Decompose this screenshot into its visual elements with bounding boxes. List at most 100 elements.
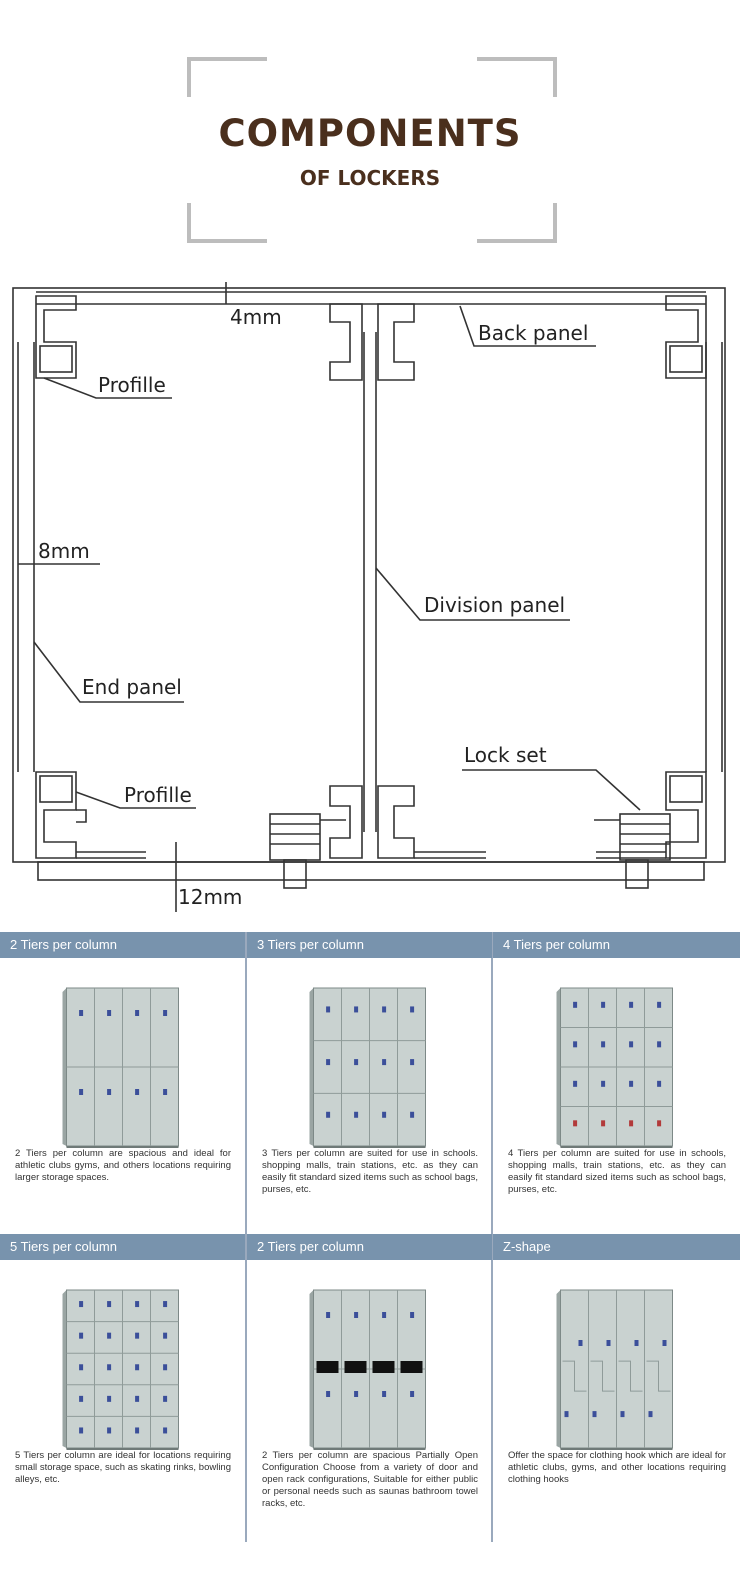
leader-profile-top — [43, 377, 172, 399]
lock-icon — [629, 1001, 634, 1008]
lock-icon — [648, 1411, 653, 1418]
lock-icon — [79, 1332, 84, 1339]
grid-divider-2 — [491, 932, 493, 1542]
lock-icon — [79, 1089, 84, 1095]
lock-set-right — [594, 813, 671, 889]
lock-icon — [657, 1001, 662, 1008]
leader-profile-bottom — [75, 791, 196, 809]
lock-icon — [326, 1006, 331, 1013]
open-rack — [316, 1361, 339, 1373]
lock-icon — [107, 1364, 112, 1371]
bottom-plinth — [37, 861, 705, 881]
label-division-panel: Division panel — [424, 593, 565, 617]
label-end-panel: End panel — [82, 675, 182, 699]
locker-image — [62, 1289, 179, 1450]
lock-icon — [573, 1041, 578, 1048]
option-title: 4 Tiers per column — [493, 932, 740, 958]
lock-icon — [410, 1059, 415, 1066]
lock-icon — [107, 1010, 112, 1016]
lock-icon — [163, 1010, 168, 1016]
open-rack — [400, 1361, 423, 1373]
lock-icon — [601, 1080, 606, 1087]
lock-icon — [79, 1301, 84, 1308]
option-description: 5 Tiers per column are ideal for locatio… — [15, 1450, 231, 1485]
lock-icon — [573, 1080, 578, 1087]
lock-icon — [578, 1340, 583, 1346]
lock-icon — [657, 1041, 662, 1048]
lock-icon — [629, 1120, 634, 1127]
lock-icon — [135, 1427, 140, 1434]
lock-icon — [135, 1010, 140, 1016]
lock-icon — [620, 1411, 625, 1418]
lock-icon — [354, 1312, 359, 1318]
profile-top-center-right — [377, 303, 415, 381]
lock-icon — [107, 1427, 112, 1434]
label-8mm: 8mm — [38, 539, 90, 563]
page-subtitle: OF LOCKERS — [299, 166, 441, 190]
lock-icon — [163, 1364, 168, 1371]
label-profile-top: Profille — [98, 373, 166, 397]
option-description: 2 Tiers per column are spacious and idea… — [15, 1148, 231, 1183]
lock-icon — [601, 1001, 606, 1008]
lock-icon — [382, 1312, 387, 1318]
lock-icon — [382, 1111, 387, 1118]
option-title: 5 Tiers per column — [0, 1234, 245, 1260]
locker-image — [556, 1289, 673, 1450]
locker-image — [556, 987, 673, 1148]
lock-icon — [326, 1391, 331, 1397]
option-card: 2 Tiers per column 2 Tiers per column ar… — [0, 932, 245, 1232]
lock-icon — [107, 1089, 112, 1095]
lock-icon — [135, 1332, 140, 1339]
lock-icon — [135, 1089, 140, 1095]
lock-icon — [107, 1395, 112, 1402]
lock-icon — [163, 1427, 168, 1434]
lock-icon — [135, 1395, 140, 1402]
label-profile-bottom: Profille — [124, 783, 192, 807]
locker-body — [62, 987, 179, 1148]
profile-bottom-center-right — [377, 785, 415, 859]
option-card: 5 Tiers per column 5 Tiers per column ar… — [0, 1234, 245, 1534]
lock-icon — [163, 1332, 168, 1339]
lock-icon — [135, 1301, 140, 1308]
option-card: 4 Tiers per column 4 Tiers per column ar… — [493, 932, 740, 1232]
option-title: Z-shape — [493, 1234, 740, 1260]
lock-icon — [601, 1120, 606, 1127]
lock-icon — [410, 1312, 415, 1318]
lock-icon — [163, 1089, 168, 1095]
label-4mm: 4mm — [230, 305, 282, 329]
lock-icon — [79, 1427, 84, 1434]
lock-icon — [629, 1080, 634, 1087]
locker-components-diagram: 4mm Back panel Profille 8mm Division pan… — [12, 282, 726, 912]
lock-icon — [606, 1340, 611, 1346]
locker-body — [309, 1289, 426, 1450]
lock-icon — [629, 1041, 634, 1048]
label-back-panel: Back panel — [478, 321, 588, 345]
open-rack — [372, 1361, 395, 1373]
leader-back-panel — [459, 305, 596, 347]
open-rack — [344, 1361, 367, 1373]
lock-icon — [326, 1111, 331, 1118]
page-header: COMPONENTS OF LOCKERS — [0, 0, 750, 262]
locker-image — [309, 1289, 426, 1450]
locker-image — [309, 987, 426, 1148]
leader-division-panel — [375, 567, 570, 621]
lock-icon — [657, 1120, 662, 1127]
profile-bottom-left — [35, 771, 77, 859]
lock-icon — [163, 1301, 168, 1308]
option-card: 2 Tiers per column 2 Tiers per column ar… — [247, 1234, 492, 1534]
label-lock-set: Lock set — [464, 743, 547, 767]
profile-top-center-left — [329, 303, 363, 381]
lock-icon — [662, 1340, 667, 1346]
option-card: Z-shape Offer the space for clothing hoo… — [493, 1234, 740, 1534]
label-12mm: 12mm — [178, 885, 242, 909]
lock-icon — [573, 1120, 578, 1127]
lock-icon — [354, 1111, 359, 1118]
frame-corner-top-left — [187, 57, 267, 97]
page-title: COMPONENTS — [218, 112, 522, 155]
lock-icon — [326, 1059, 331, 1066]
profile-top-left — [35, 295, 77, 379]
lock-icon — [564, 1411, 569, 1418]
lock-icon — [634, 1340, 639, 1346]
lock-icon — [326, 1312, 331, 1318]
lock-icon — [410, 1391, 415, 1397]
